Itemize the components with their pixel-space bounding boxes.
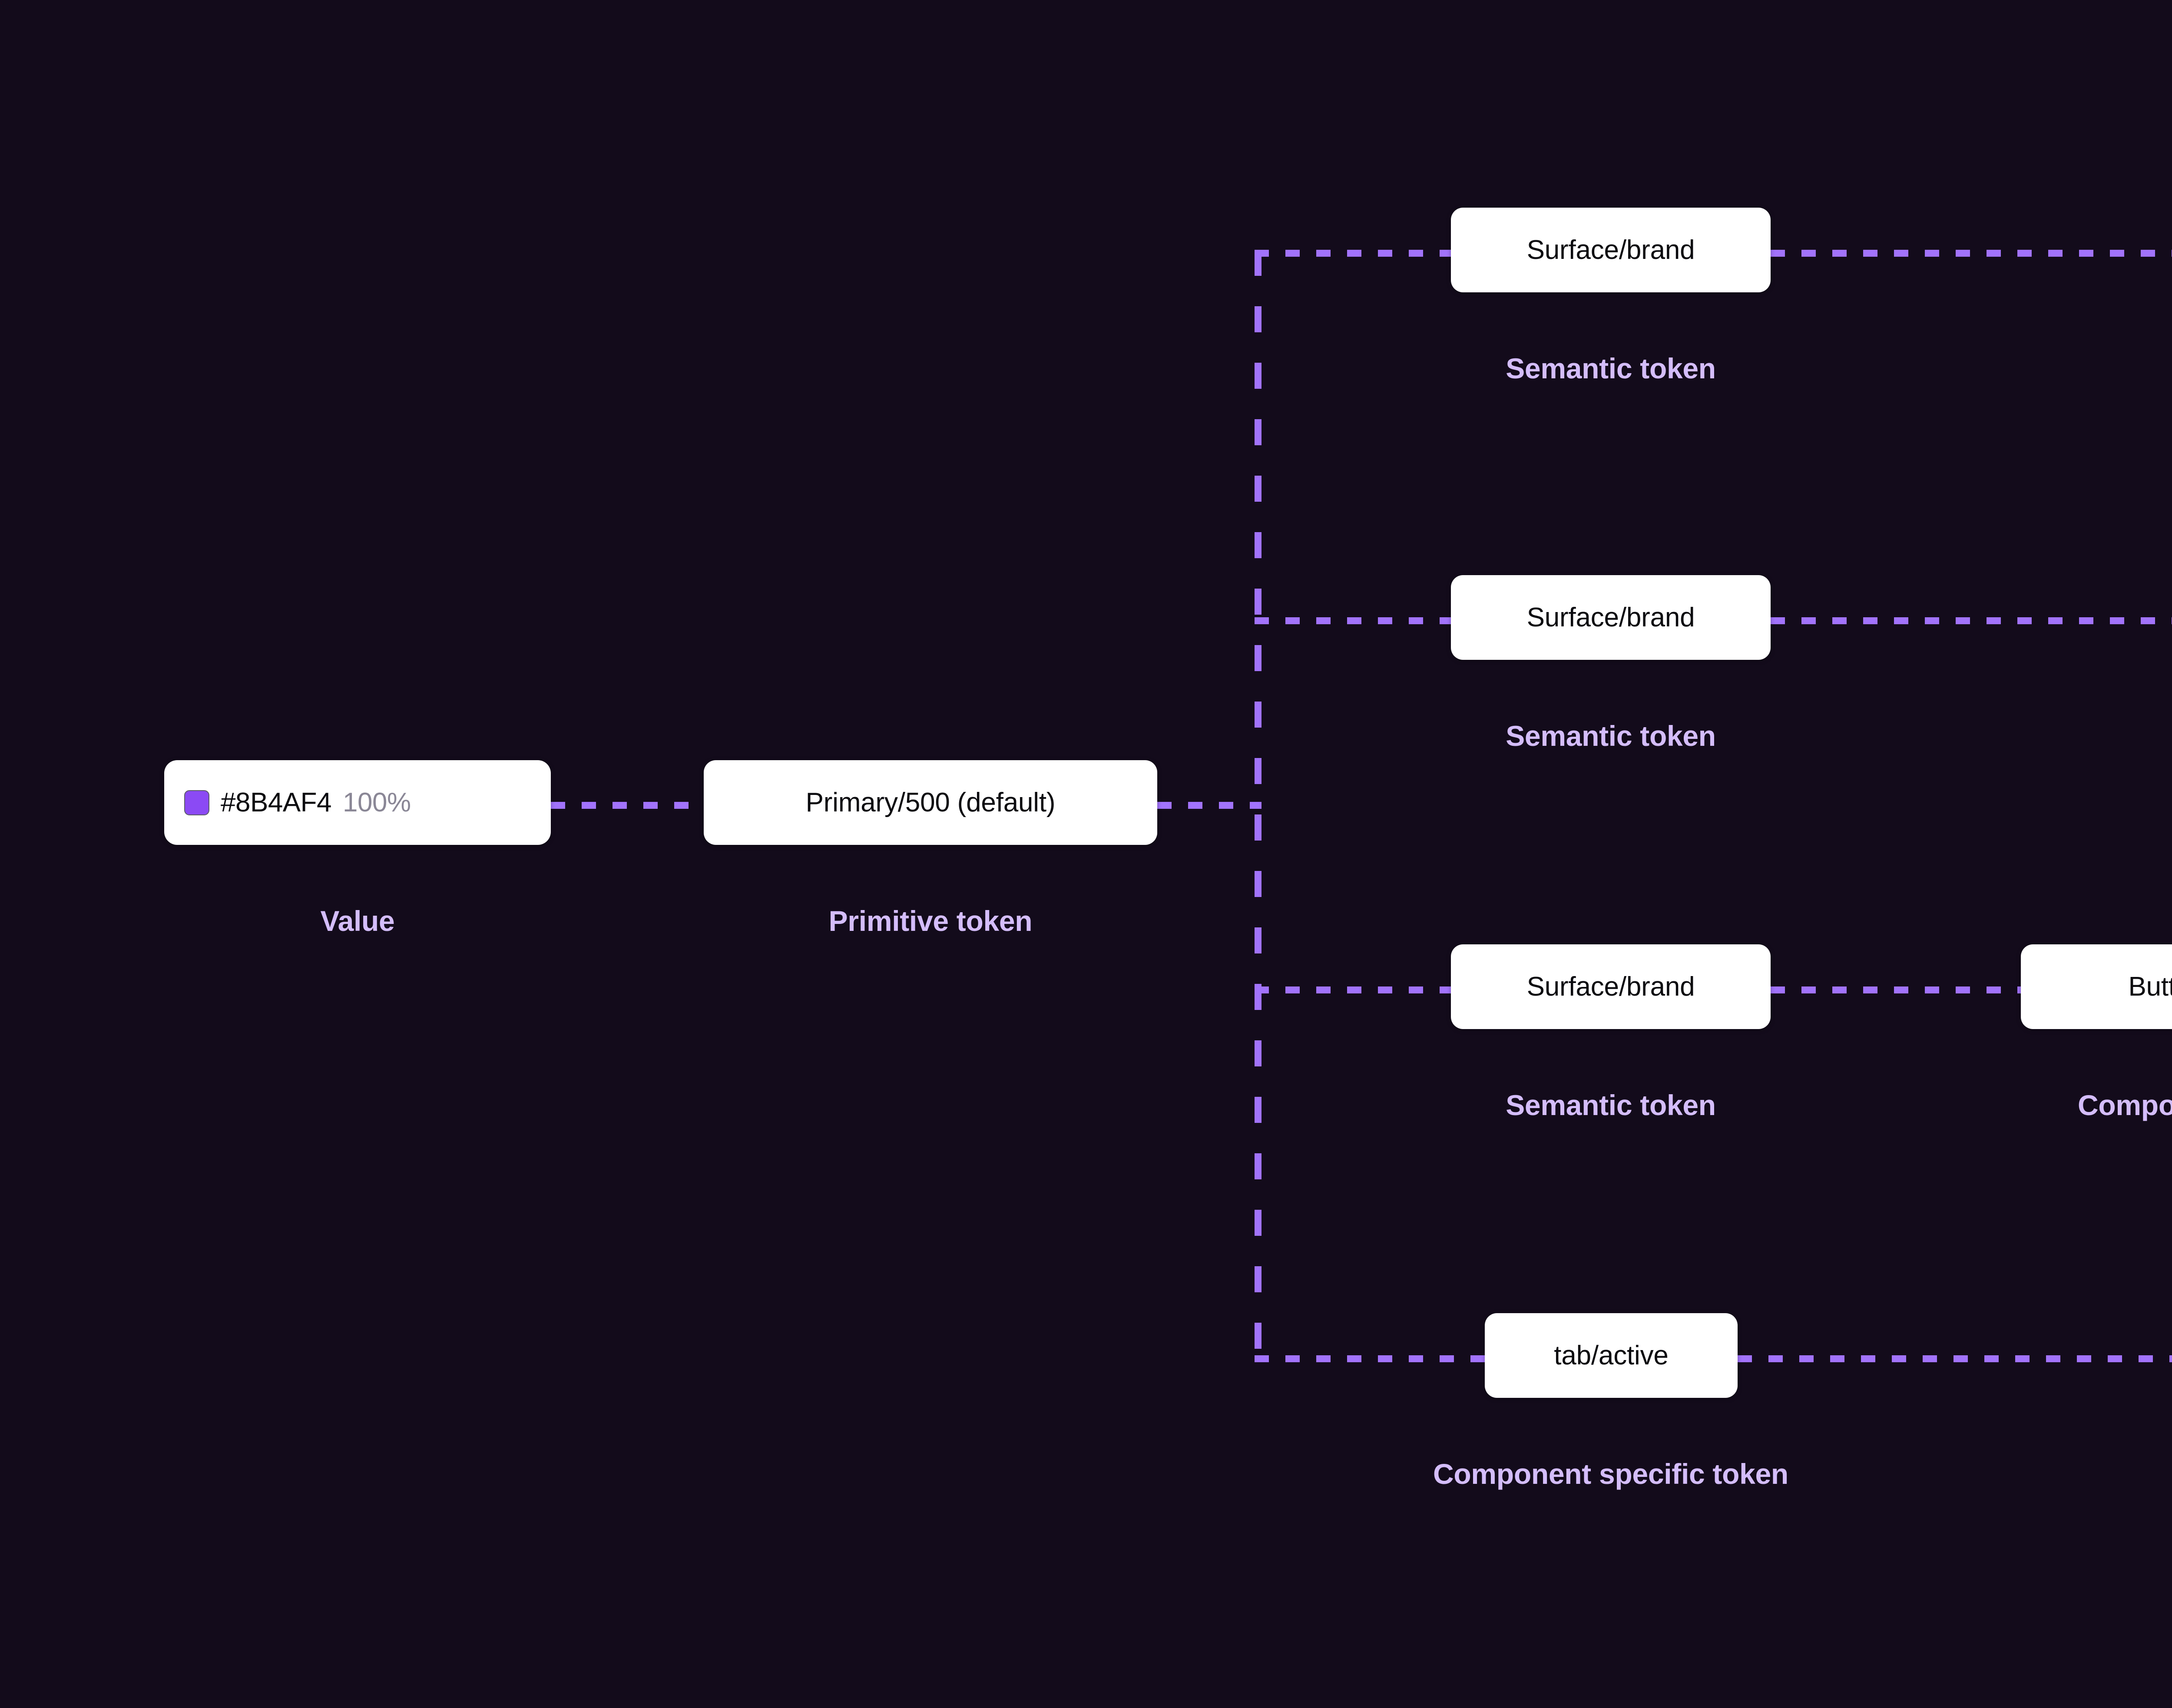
connector-surface-brand-to-title [1771, 250, 2172, 257]
connector-trunk-to-surface-brand-2 [1255, 617, 1451, 624]
value-opacity-label: 100% [343, 788, 411, 818]
semantic-token-node-pill[interactable]: Surface/brand [1451, 575, 1771, 660]
caption-primitive-token: Primitive token [828, 905, 1033, 937]
connector-trunk-to-surface-brand-1 [1255, 250, 1451, 257]
connector-surface-brand-to-button-token [1771, 986, 2021, 993]
semantic-token-node-button[interactable]: Surface/brand [1451, 944, 1771, 1029]
connector-value-to-primitive [551, 802, 704, 809]
connector-vertical-trunk [1255, 250, 1261, 1359]
connector-surface-brand-to-pill [1771, 617, 2172, 624]
caption-value: Value [320, 905, 395, 937]
caption-semantic-token-button: Semantic token [1506, 1089, 1716, 1121]
component-specific-token-node-tabs[interactable]: tab/active [1485, 1313, 1738, 1398]
color-swatch-icon [184, 790, 209, 815]
value-node[interactable]: #8B4AF4 100% [164, 760, 551, 845]
connector-primitive-to-trunk [1157, 802, 1261, 809]
value-hex-label: #8B4AF4 [221, 788, 332, 818]
caption-semantic-token-pill: Semantic token [1506, 720, 1716, 752]
caption-semantic-token-title: Semantic token [1506, 352, 1716, 384]
connector-trunk-to-surface-brand-3 [1255, 986, 1451, 993]
connector-tab-active-to-tabs [1738, 1355, 2172, 1362]
semantic-token-node-title[interactable]: Surface/brand [1451, 208, 1771, 292]
caption-component-specific-token-button: Component specific token [2078, 1089, 2172, 1121]
primitive-token-node[interactable]: Primary/500 (default) [704, 760, 1157, 845]
caption-component-specific-token-tabs: Component specific token [1433, 1458, 1788, 1490]
connector-trunk-to-tab-active [1255, 1355, 1485, 1362]
component-specific-token-node-button[interactable]: Button/primary-action [2021, 944, 2172, 1029]
